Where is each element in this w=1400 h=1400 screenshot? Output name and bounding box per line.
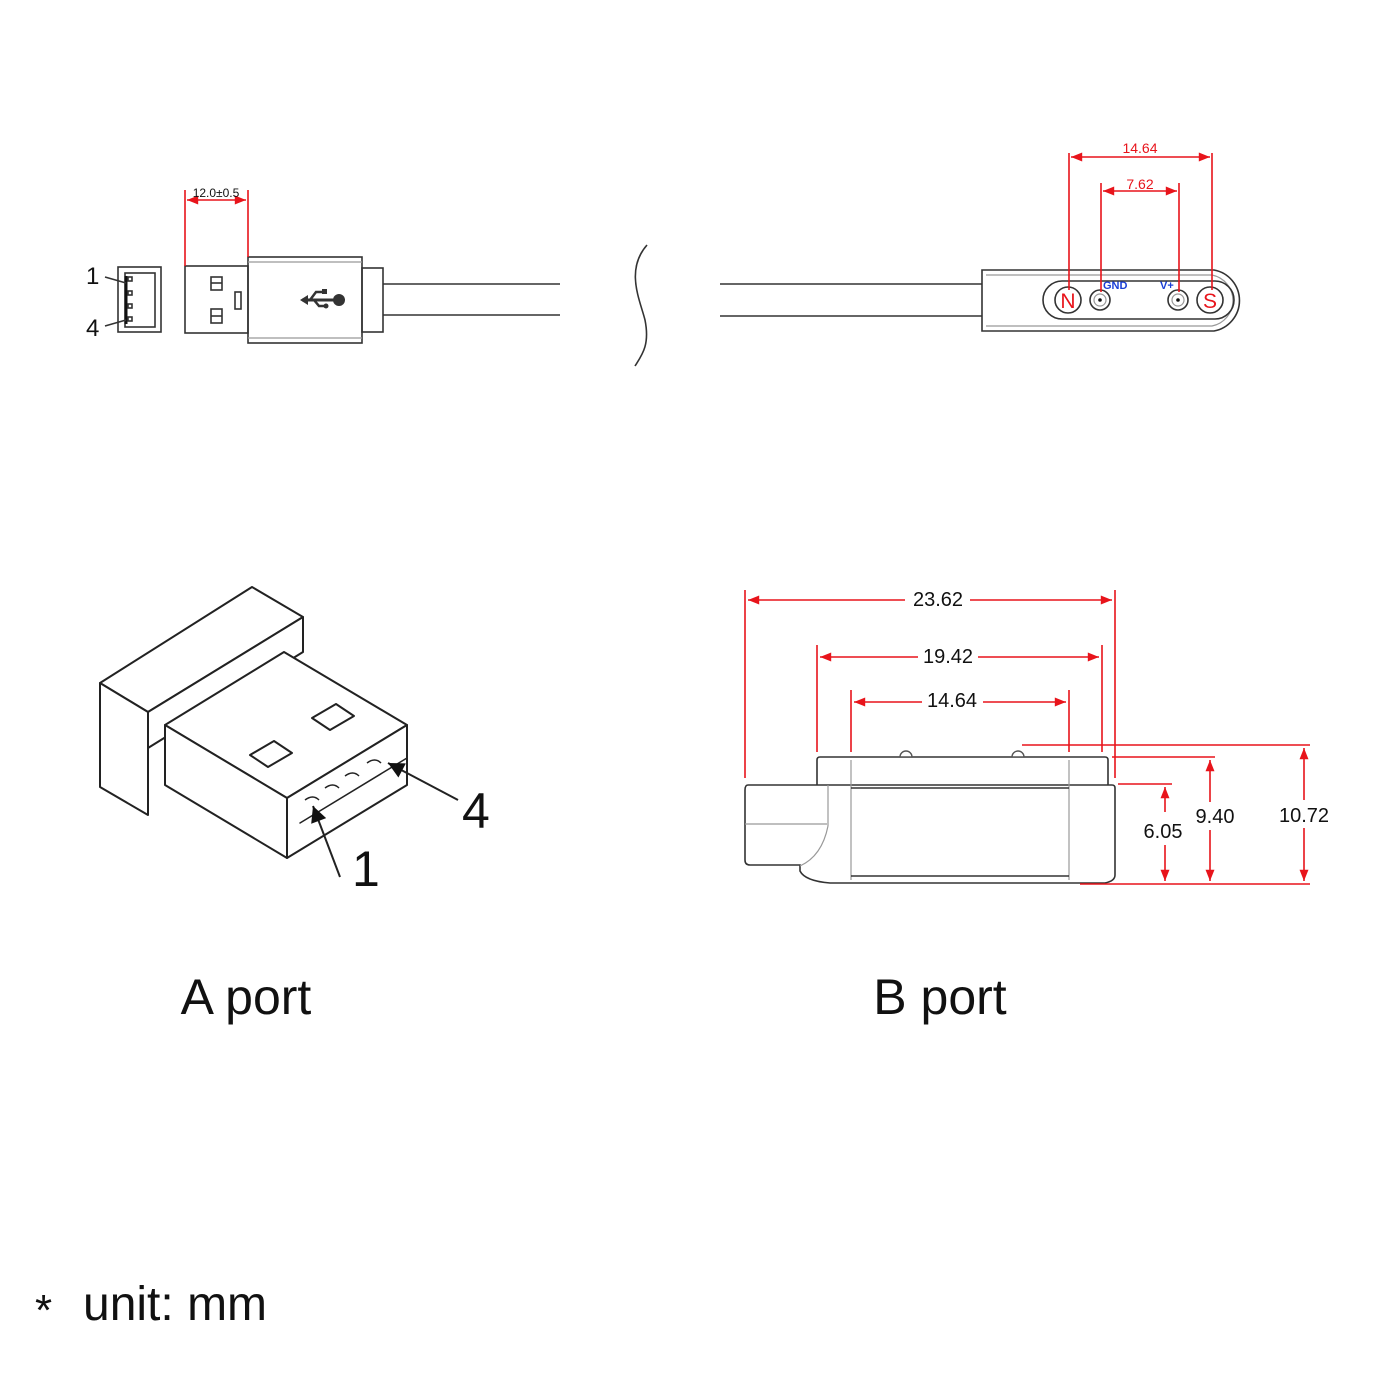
pin-vplus-label: V+ bbox=[1160, 280, 1174, 292]
pin-label-1: 1 bbox=[86, 263, 99, 290]
plug-length-dimension: 12.0±0.5 bbox=[193, 186, 240, 200]
usb-symbol-icon bbox=[300, 289, 345, 309]
pin-gnd-label: GND bbox=[1103, 280, 1128, 292]
iso-pin-label-4: 4 bbox=[462, 783, 490, 839]
footnote-unit: unit: mm bbox=[83, 1278, 267, 1331]
pin-s-label: S bbox=[1203, 290, 1217, 313]
height-overall-dimension: 10.72 bbox=[1279, 805, 1329, 827]
width-overall-dimension: 23.62 bbox=[913, 589, 963, 611]
b-port-caption: B port bbox=[873, 969, 1007, 1025]
pin-label-4: 4 bbox=[86, 315, 99, 342]
width-pins-dimension: 14.64 bbox=[927, 690, 977, 712]
width-top-dimension: 19.42 bbox=[923, 646, 973, 668]
b-connector-top-view: N S GND V+ 14.64 7.62 bbox=[720, 140, 1241, 332]
pin-pitch-inner-dimension: 7.62 bbox=[1126, 176, 1153, 192]
usb-a-front-view: 1 4 bbox=[86, 263, 162, 342]
footnote-bullet: * bbox=[35, 1286, 52, 1335]
height-body-dimension: 6.05 bbox=[1144, 821, 1183, 843]
pin-pitch-outer-dimension: 14.64 bbox=[1122, 140, 1157, 156]
iso-pin-label-1: 1 bbox=[352, 841, 380, 897]
a-port-caption: A port bbox=[181, 969, 312, 1025]
b-connector-side-view: 23.62 19.42 14.64 6.05 9.40 10.72 bbox=[744, 589, 1329, 885]
height-top-dimension: 9.40 bbox=[1196, 806, 1235, 828]
cable-break-mark bbox=[634, 244, 648, 367]
usb-a-plug-side-view: 12.0±0.5 bbox=[184, 186, 560, 344]
pin-n-label: N bbox=[1060, 290, 1075, 313]
usb-a-isometric-view bbox=[99, 586, 459, 878]
